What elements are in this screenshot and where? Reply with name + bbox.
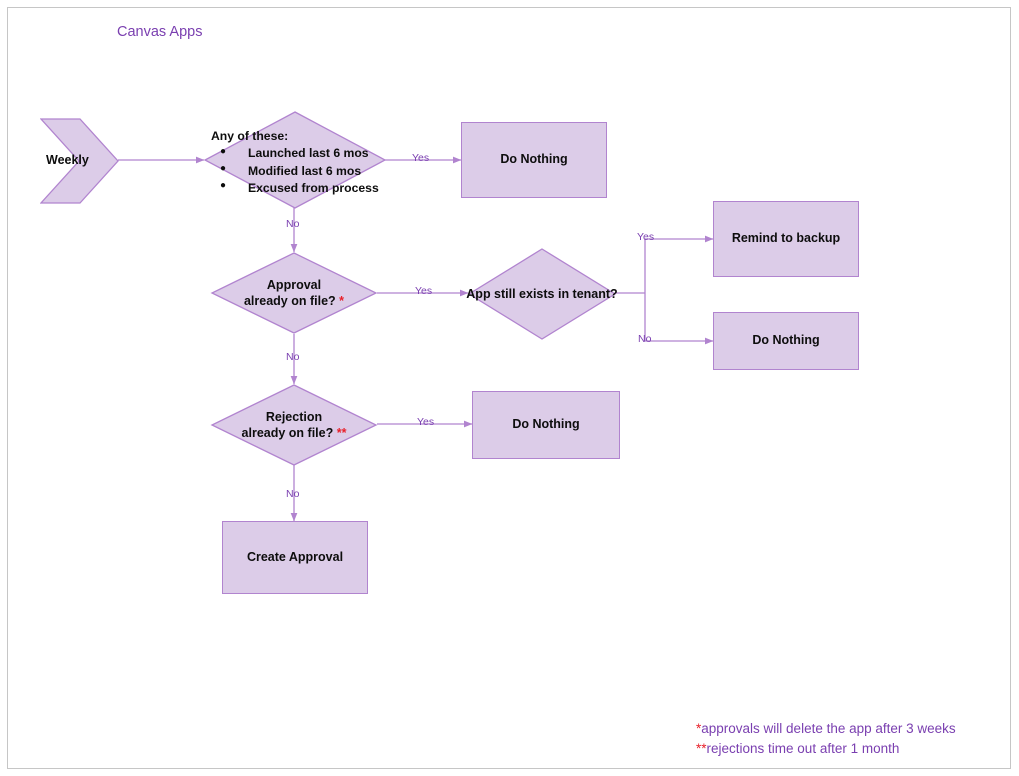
footnote-2-text: rejections time out after 1 month <box>706 740 900 756</box>
action-remind-to-backup-label: Remind to backup <box>731 231 841 246</box>
edge-label-decision1-no: No <box>286 218 300 230</box>
decision-any-of-these-text: Any of these: Launched last 6 mos Modifi… <box>211 128 441 197</box>
action-create-approval[interactable]: Create Approval <box>222 521 368 594</box>
decision1-bullet-list: Launched last 6 mos Modified last 6 mos … <box>211 145 441 197</box>
page-title: Canvas Apps <box>117 24 203 40</box>
action-do-nothing-3-label: Do Nothing <box>512 417 580 432</box>
action-do-nothing-1-label: Do Nothing <box>500 152 568 167</box>
footnote-2-marker: ** <box>696 740 707 756</box>
action-do-nothing-2-label: Do Nothing <box>752 333 820 348</box>
decision-rejection-on-file[interactable]: Rejection already on file? ** <box>210 384 378 466</box>
footnote-1: *approvals will delete the app after 3 w… <box>696 719 956 739</box>
list-item: Excused from process <box>220 179 441 197</box>
decision-approval-on-file[interactable]: Approval already on file? * <box>210 252 378 334</box>
action-do-nothing-1[interactable]: Do Nothing <box>461 122 607 198</box>
action-create-approval-label: Create Approval <box>246 550 344 564</box>
footnote-1-marker: * <box>696 721 702 736</box>
start-shape-weekly[interactable] <box>40 118 120 204</box>
edge-label-decision4-yes: Yes <box>417 416 435 428</box>
list-item: Modified last 6 mos <box>220 162 441 180</box>
edge-label-decision3-yes: Yes <box>637 231 655 243</box>
footnote-2: **rejections time out after 1 month <box>696 739 956 759</box>
edge-label-decision2-yes: Yes <box>415 285 433 297</box>
edge-label-decision3-no: No <box>638 333 652 345</box>
edge-label-decision4-no: No <box>286 488 300 500</box>
edge-label-decision1-yes: Yes <box>412 152 430 164</box>
edge-label-decision2-no: No <box>286 351 300 363</box>
decision-app-exists-in-tenant[interactable]: App still exists in tenant? <box>466 248 618 340</box>
footnotes: *approvals will delete the app after 3 w… <box>696 719 956 758</box>
list-item: Launched last 6 mos <box>220 145 441 162</box>
footnote-1-text: approvals will delete the app after 3 we… <box>701 721 956 736</box>
action-remind-to-backup[interactable]: Remind to backup <box>713 201 859 277</box>
action-do-nothing-3[interactable]: Do Nothing <box>472 391 620 459</box>
decision1-heading: Any of these: <box>211 129 289 143</box>
action-do-nothing-2[interactable]: Do Nothing <box>713 312 859 370</box>
